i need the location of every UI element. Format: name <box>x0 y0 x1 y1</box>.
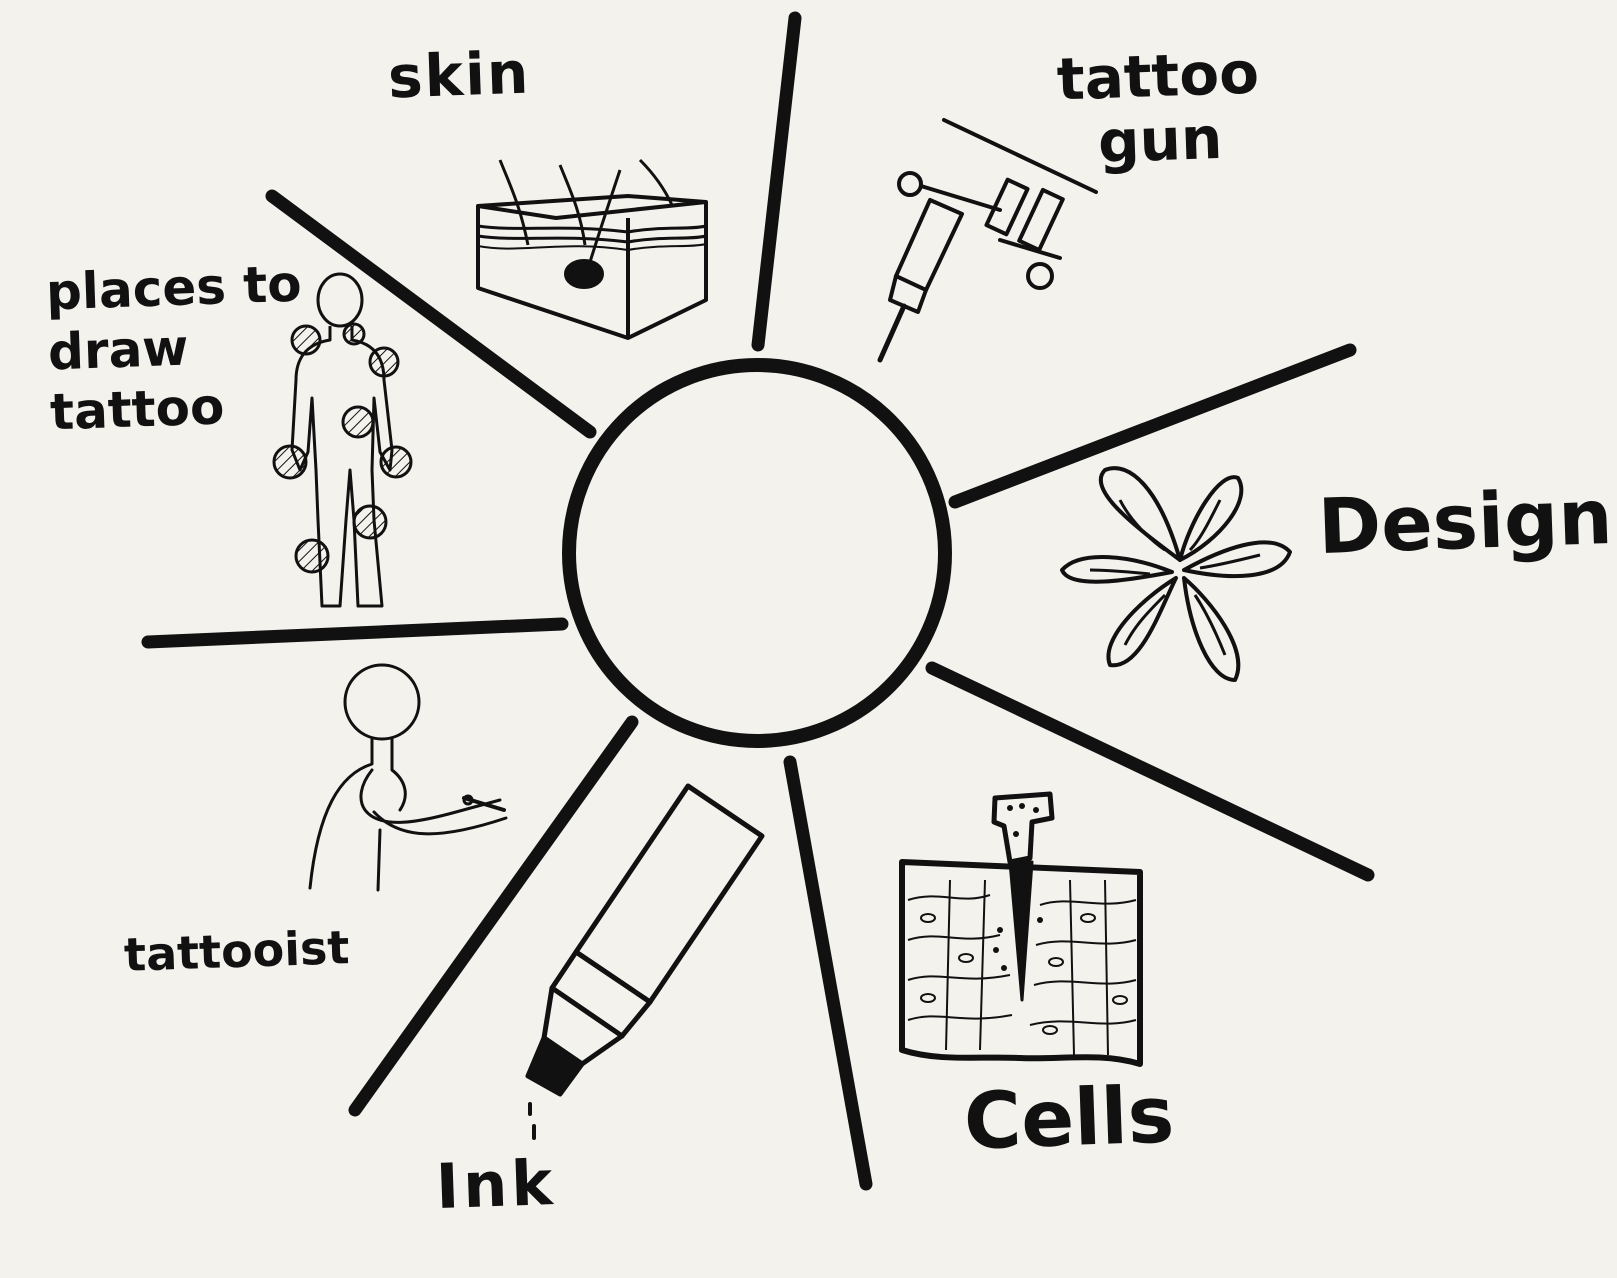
topic-label-ink: Ink <box>434 1145 558 1224</box>
body-figure-icon <box>272 272 413 608</box>
topic-label-tattoo-gun-line1: tattoo <box>1055 38 1261 114</box>
spoke-right <box>925 661 1375 882</box>
spoke-left <box>141 617 569 649</box>
topic-label-places-line3: tattoo <box>49 377 226 442</box>
topic-label-tattoo-gun: tattoo gun <box>1055 38 1262 177</box>
cells-icon <box>899 791 1143 1067</box>
spokes <box>141 11 1375 1191</box>
topic-label-tattoo-gun-line2: gun <box>1096 103 1224 177</box>
spoke-bottom <box>783 755 873 1191</box>
tattoo-gun-icon <box>877 118 1098 363</box>
topic-label-places-line1: places to <box>44 254 303 322</box>
ink-bottle-icon <box>525 783 765 1140</box>
topic-label-skin: skin <box>386 38 532 112</box>
center-hub <box>562 358 952 748</box>
flower-design-icon <box>1060 466 1292 682</box>
topic-label-places-line2: draw <box>47 318 190 382</box>
topic-label-places: places to draw tattoo <box>45 254 307 443</box>
tattooist-icon <box>308 663 508 892</box>
spoke-top <box>751 11 802 352</box>
topic-label-cells: Cells <box>962 1070 1176 1168</box>
topic-label-tattooist: tattooist <box>123 920 351 982</box>
topic-label-design: Design <box>1316 471 1614 572</box>
spoke-lower-left <box>348 715 639 1117</box>
skin-icon <box>476 158 708 340</box>
spoke-upper-left <box>265 189 597 439</box>
spoke-upper-right <box>948 343 1357 509</box>
